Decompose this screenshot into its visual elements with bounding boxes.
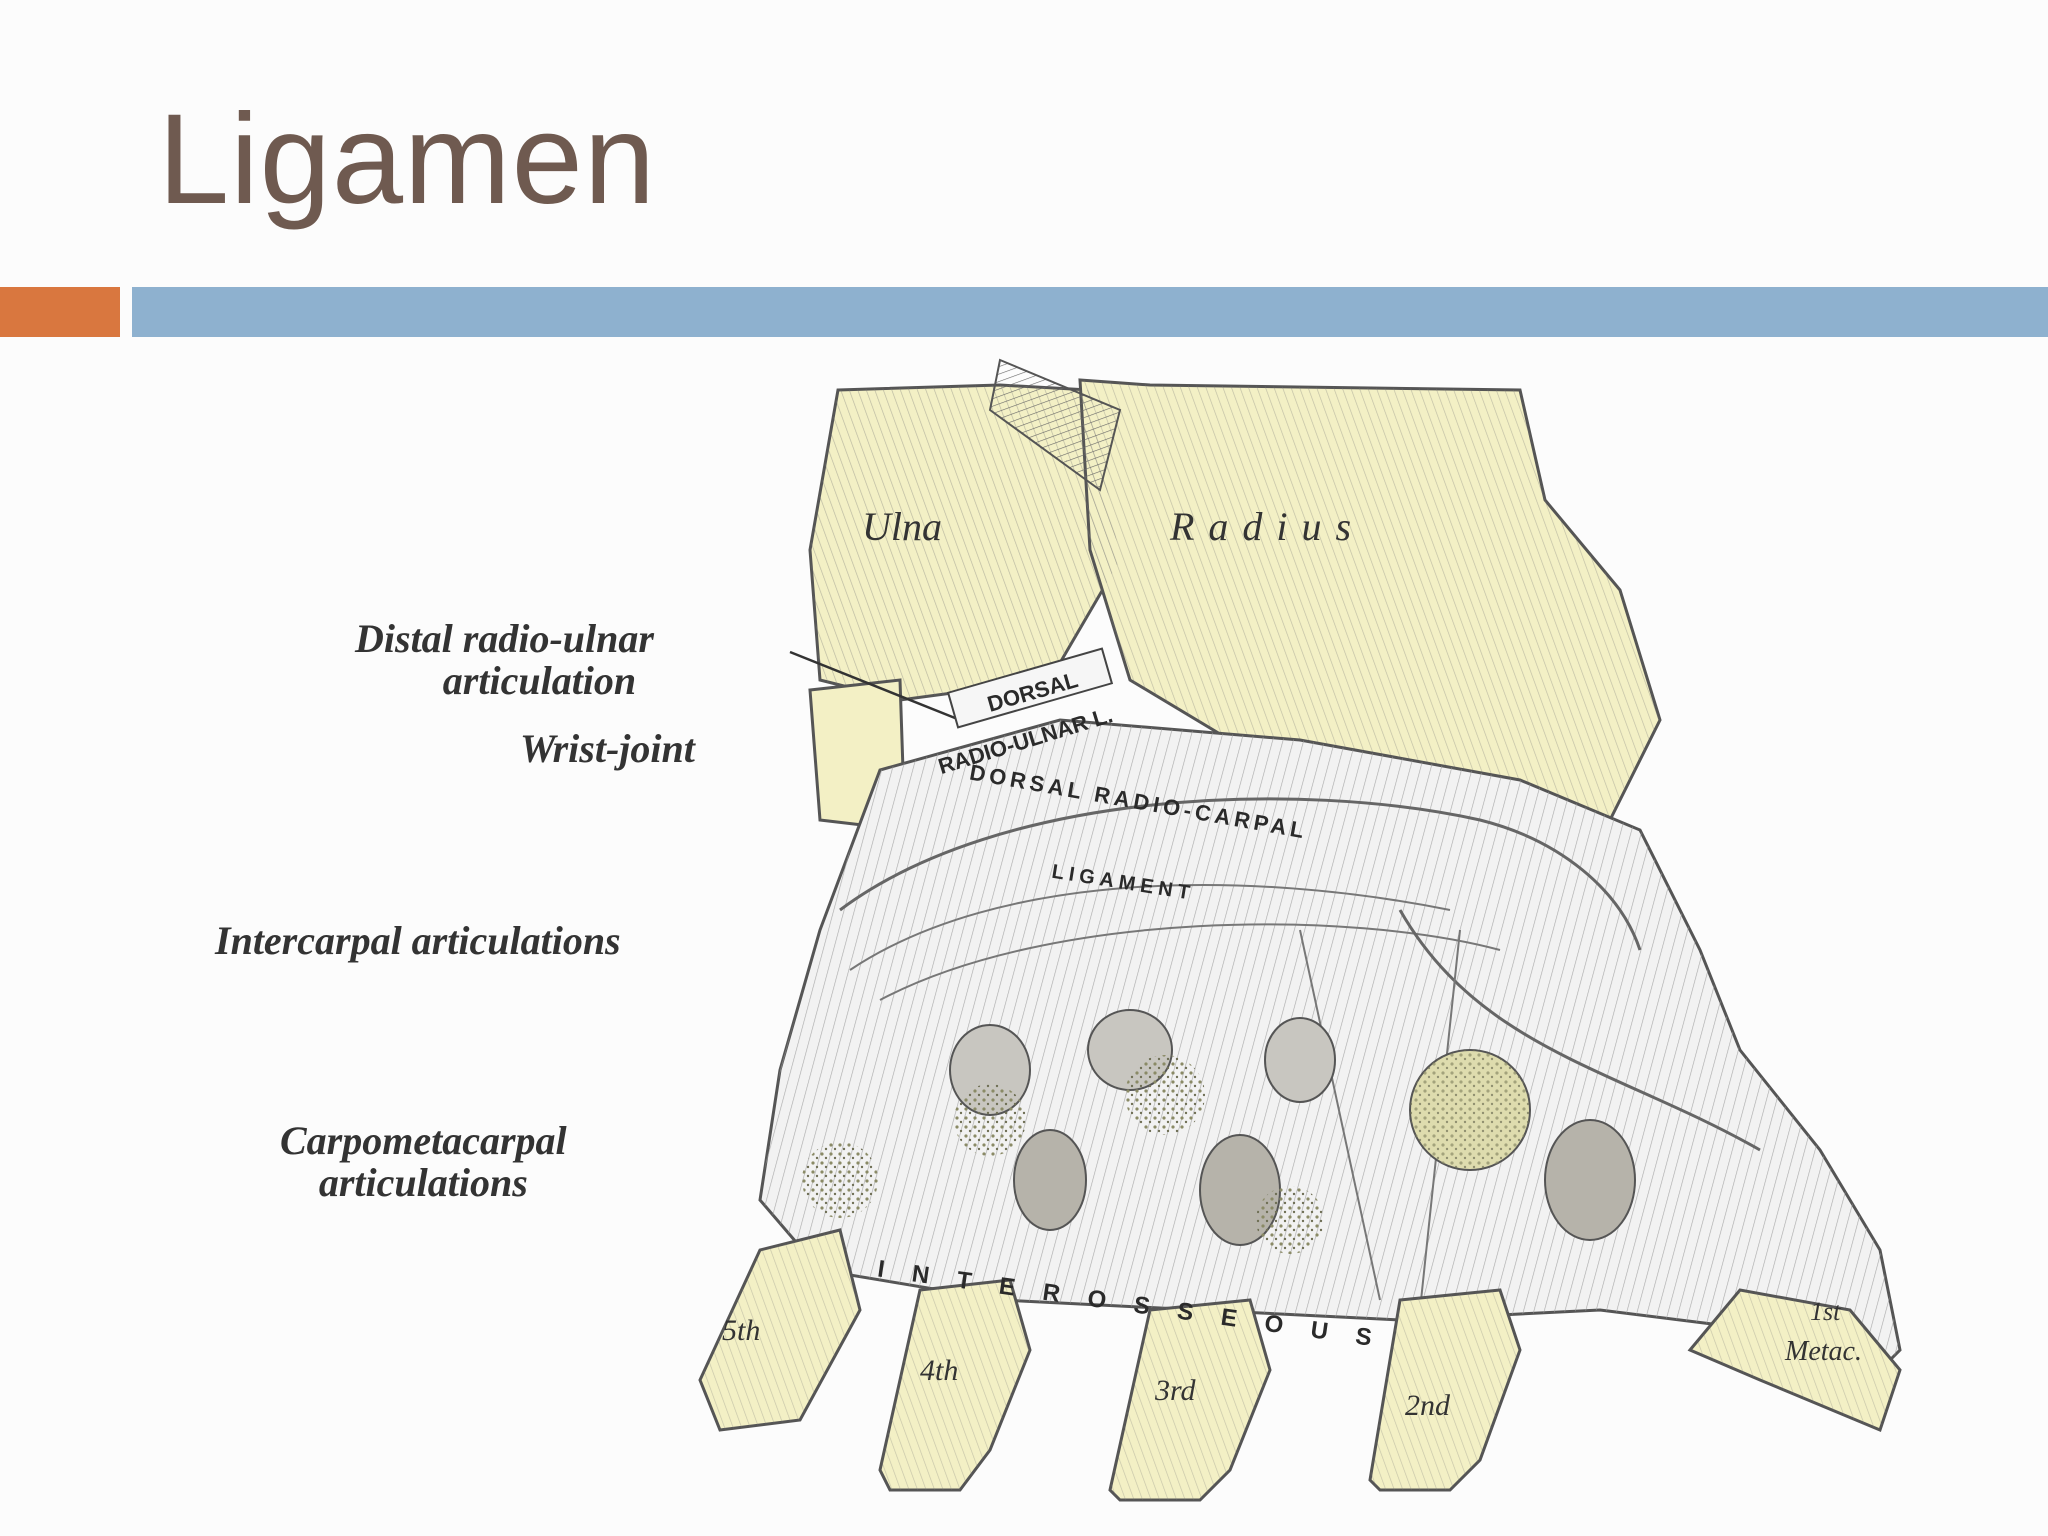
forearm-bones xyxy=(808,358,1662,832)
label-5th: 5th xyxy=(722,1314,760,1347)
accent-bar xyxy=(0,287,120,337)
label-carpometacarpal: Carpometacarpal articulations xyxy=(280,1120,567,1204)
title-rule-bar xyxy=(132,287,2048,337)
metacarpal-bones xyxy=(698,1228,1902,1502)
label-carpometacarpal-line2: articulations xyxy=(318,1160,528,1205)
label-distal-radio-ulnar: Distal radio-ulnar articulation xyxy=(355,618,654,702)
label-3rd: 3rd xyxy=(1154,1374,1197,1407)
label-4th: 4th xyxy=(920,1354,958,1387)
leader-line xyxy=(789,650,961,722)
label-distal-radio-ulnar-line2: articulation xyxy=(442,658,637,703)
wrist-ligament-illustration: DORSAL RADIO-ULNAR L. DORSAL RADIO-CARPA… xyxy=(0,350,2048,1536)
carpal-ligaments xyxy=(758,718,1902,1392)
label-metac: Metac. xyxy=(1784,1336,1862,1367)
label-distal-radio-ulnar-line1: Distal radio-ulnar xyxy=(355,616,654,661)
label-wrist-joint: Wrist-joint xyxy=(520,726,695,771)
slide-title: Ligamen xyxy=(158,88,656,231)
bone-labels: Ulna Radius 5th 4th 3rd 2nd 1st Metac. xyxy=(722,504,1862,1422)
illustration-drawing: DORSAL RADIO-ULNAR L. DORSAL RADIO-CARPA… xyxy=(698,358,1902,1502)
label-1st: 1st xyxy=(1810,1297,1841,1326)
label-radius: Radius xyxy=(1169,504,1365,549)
label-intercarpal: Intercarpal articulations xyxy=(215,918,621,963)
label-ulna: Ulna xyxy=(862,504,942,549)
label-2nd: 2nd xyxy=(1405,1389,1451,1422)
label-carpometacarpal-line1: Carpometacarpal xyxy=(280,1118,567,1163)
